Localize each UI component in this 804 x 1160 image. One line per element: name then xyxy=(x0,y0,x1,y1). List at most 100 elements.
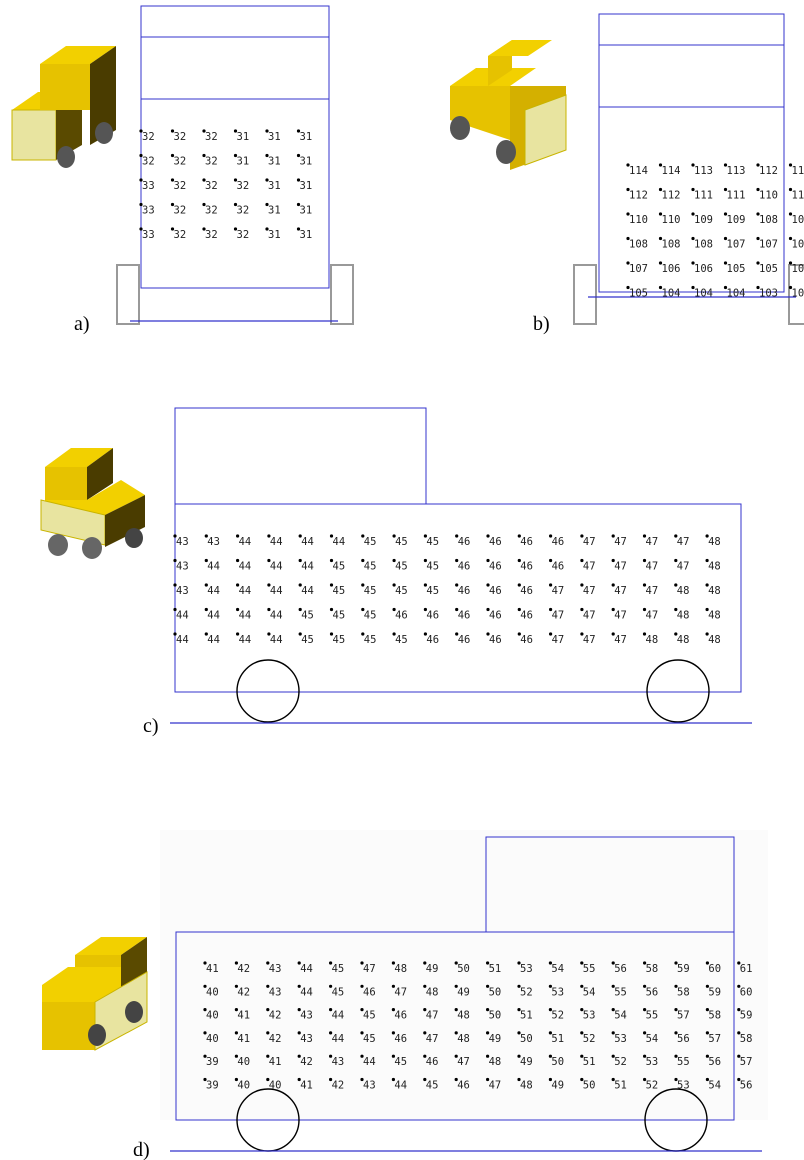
truck-icon-rear-right xyxy=(450,40,567,170)
measurement-value: 48 xyxy=(457,1010,470,1022)
measurement-value: 112 xyxy=(759,165,778,177)
measurement-value: 51 xyxy=(614,1080,627,1092)
measurement-point xyxy=(297,1008,301,1012)
measurement-value: 41 xyxy=(300,1080,313,1092)
measurement-point xyxy=(705,534,709,538)
measurement-value: 45 xyxy=(333,561,346,573)
measurement-value: 31 xyxy=(268,205,281,217)
measurement-point xyxy=(297,1054,301,1058)
measurement-point xyxy=(626,261,630,265)
measurement-value: 55 xyxy=(646,1010,659,1022)
measurement-value: 44 xyxy=(207,610,220,622)
measurement-point xyxy=(723,285,728,290)
measurement-value: 47 xyxy=(646,561,659,573)
measurement-value: 47 xyxy=(614,585,627,597)
vehicle-outline-mid xyxy=(140,36,330,100)
measurement-value: 45 xyxy=(426,536,439,548)
measurement-value: 31 xyxy=(300,205,313,217)
measurement-point xyxy=(455,558,459,563)
measurement-value: 107 xyxy=(629,263,648,275)
measurement-value: 47 xyxy=(426,1033,439,1045)
measurement-value: 40 xyxy=(206,1010,219,1022)
measurement-point xyxy=(265,227,269,231)
measurement-value: 45 xyxy=(394,1056,407,1068)
measurement-point xyxy=(391,1031,395,1035)
measurement-value: 44 xyxy=(207,634,220,646)
measurement-point xyxy=(391,1054,395,1058)
wheel-rear xyxy=(646,659,710,723)
tyre-right xyxy=(330,264,354,325)
measurement-point xyxy=(486,583,490,587)
measurement-point xyxy=(626,187,630,192)
measurement-value: 57 xyxy=(677,1010,690,1022)
measurement-value: 44 xyxy=(270,585,283,597)
measurement-point xyxy=(674,632,678,636)
measurement-point xyxy=(454,1054,458,1058)
measurement-point xyxy=(517,1054,521,1058)
measurement-point xyxy=(203,1008,207,1012)
measurement-point xyxy=(642,558,647,563)
measurement-value: 50 xyxy=(520,1033,533,1045)
measurement-value: 105 xyxy=(759,263,778,275)
measurement-point xyxy=(705,1008,710,1012)
measurement-point xyxy=(705,1054,710,1058)
measurement-value: 110 xyxy=(792,190,804,202)
measurement-point xyxy=(788,236,793,241)
measurement-point xyxy=(236,607,240,612)
measurement-point xyxy=(788,285,793,290)
measurement-value: 44 xyxy=(270,561,283,573)
measurement-point xyxy=(455,583,459,587)
measurement-point xyxy=(705,632,709,636)
measurement-value: 44 xyxy=(270,536,283,548)
measurement-value: 32 xyxy=(205,229,218,241)
measurement-point xyxy=(691,212,695,216)
measurement-point xyxy=(266,1077,270,1082)
measurement-point xyxy=(658,261,663,265)
measurement-point xyxy=(691,285,695,290)
measurement-point xyxy=(170,178,175,182)
measurement-point xyxy=(486,1008,490,1012)
measurement-value: 106 xyxy=(662,263,681,275)
measurement-point xyxy=(236,558,240,563)
measurement-value: 55 xyxy=(583,963,596,975)
measurement-value: 44 xyxy=(363,1056,376,1068)
measurement-point xyxy=(611,534,615,538)
measurement-point xyxy=(611,984,615,988)
measurement-value: 52 xyxy=(646,1080,659,1092)
measurement-value: 53 xyxy=(583,1010,596,1022)
measurement-point xyxy=(548,984,553,988)
measurement-value: 46 xyxy=(394,1033,407,1045)
measurement-value: 43 xyxy=(176,561,189,573)
measurement-point xyxy=(297,984,301,988)
measurement-value: 108 xyxy=(694,239,713,251)
measurement-point xyxy=(266,961,270,965)
measurement-value: 60 xyxy=(708,963,721,975)
measurement-value: 32 xyxy=(174,156,187,168)
measurement-value: 44 xyxy=(270,634,283,646)
measurement-point xyxy=(691,163,695,167)
measurement-value: 31 xyxy=(300,180,313,192)
measurement-value: 45 xyxy=(301,634,314,646)
measurement-point xyxy=(267,632,271,636)
measurement-value: 45 xyxy=(301,610,314,622)
value-grid-b: 1141141131131121111121121111111101101101… xyxy=(626,163,804,300)
measurement-point xyxy=(705,961,710,965)
measurement-value: 32 xyxy=(174,205,187,217)
measurement-value: 53 xyxy=(551,986,564,998)
measurement-point xyxy=(549,607,553,612)
measurement-point xyxy=(266,1031,270,1035)
measurement-point xyxy=(454,984,458,988)
measurement-value: 104 xyxy=(694,288,713,300)
measurement-point xyxy=(234,1054,238,1058)
measurement-point xyxy=(486,1077,490,1082)
measurement-value: 42 xyxy=(269,1010,282,1022)
measurement-point xyxy=(298,558,302,563)
measurement-value: 46 xyxy=(489,634,502,646)
measurement-point xyxy=(173,607,177,612)
measurement-value: 44 xyxy=(239,634,252,646)
measurement-point xyxy=(723,261,728,265)
measurement-value: 48 xyxy=(708,610,721,622)
measurement-value: 32 xyxy=(174,131,187,143)
